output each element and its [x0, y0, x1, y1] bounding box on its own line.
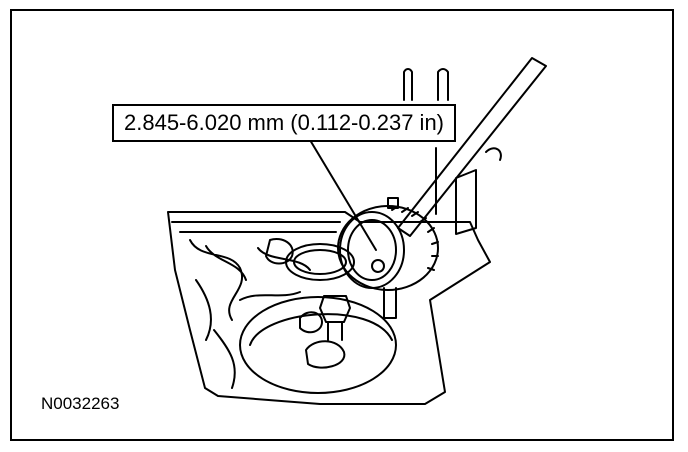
rod: [397, 57, 547, 237]
post-right: [437, 68, 449, 101]
dial-ticks: [391, 205, 439, 271]
figure-id-label: N0032263: [41, 394, 120, 413]
measurement-callout: 2.845-6.020 mm (0.112-0.237 in): [112, 104, 456, 142]
case-outline: [167, 211, 491, 405]
bolt: [319, 295, 351, 323]
leader-line: [309, 139, 377, 251]
valve-passages: [189, 239, 311, 389]
piston: [299, 311, 323, 334]
plunger: [383, 287, 397, 319]
bore-upper: [285, 243, 355, 281]
case-rim: [171, 221, 341, 233]
dial-knob: [387, 197, 399, 209]
post-left: [403, 68, 413, 101]
figure-frame: [10, 9, 674, 441]
bore-lower: [239, 296, 397, 394]
